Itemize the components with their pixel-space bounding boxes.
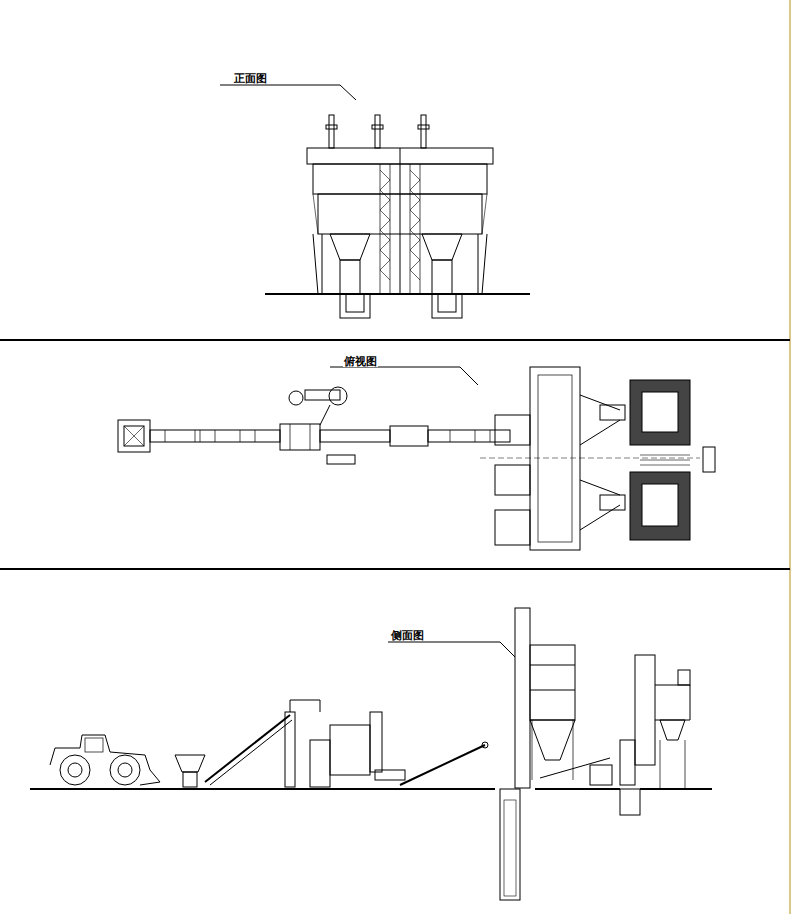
view-title: 侧面图	[390, 630, 425, 641]
top-view	[118, 367, 715, 550]
side-view	[30, 608, 712, 900]
view-title: 正面图	[233, 73, 268, 84]
front-view	[265, 115, 530, 318]
view-title: 俯视图	[343, 356, 378, 367]
